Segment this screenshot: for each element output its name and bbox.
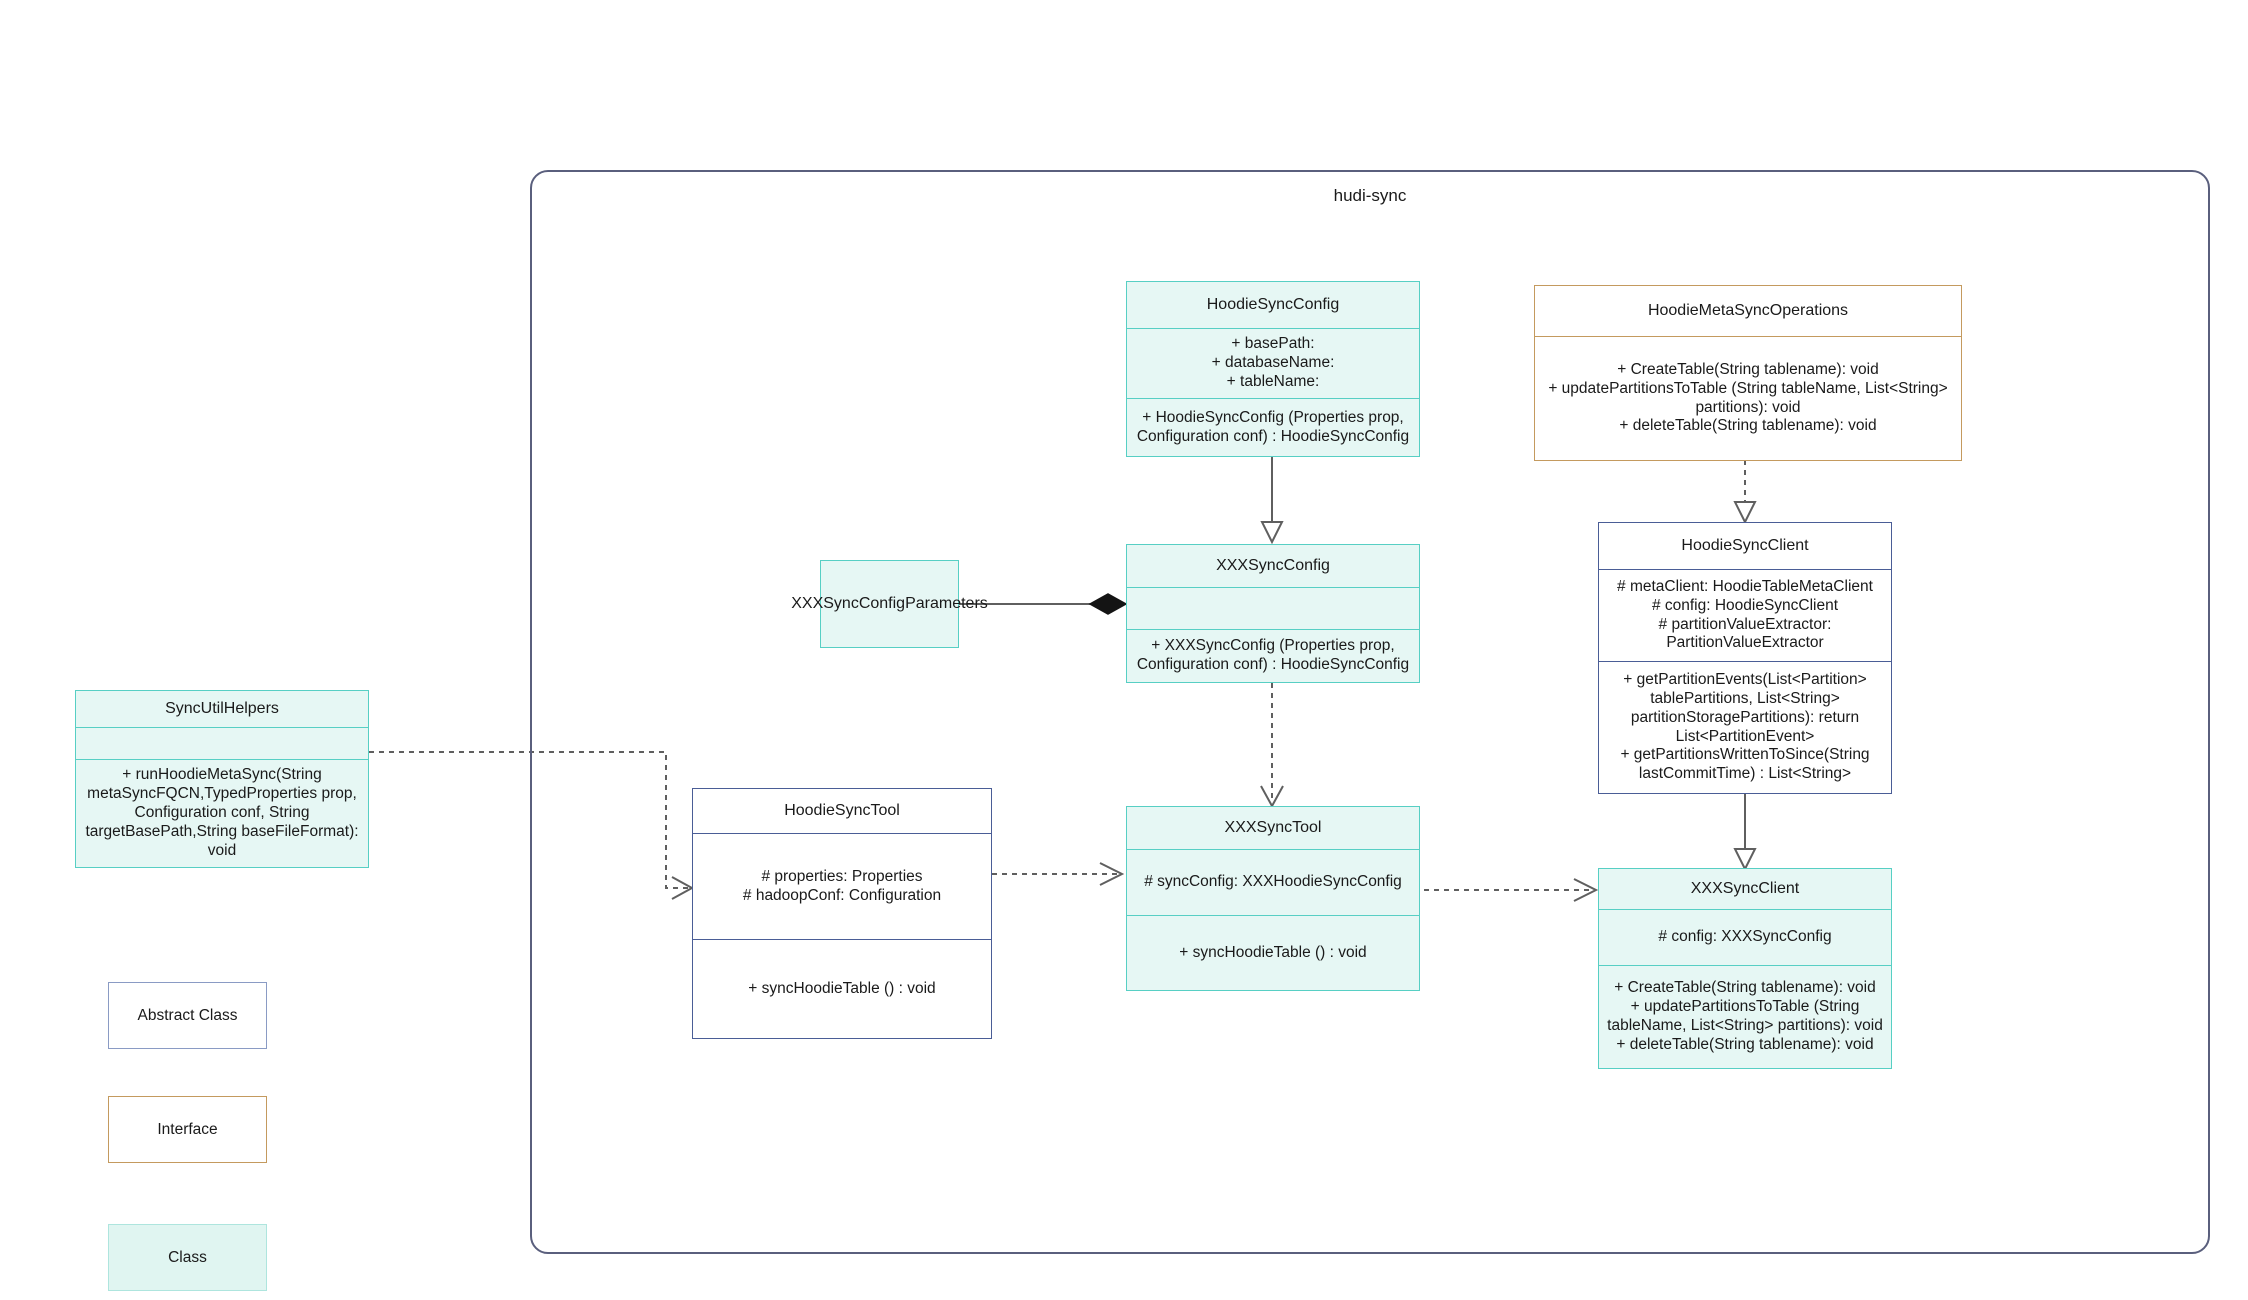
class-name-hoodie-sync-client: HoodieSyncClient <box>1681 537 1809 555</box>
class-attributes-hoodie-sync-client: # metaClient: HoodieTableMetaClient # co… <box>1599 569 1891 661</box>
class-name-xxx-sync-config-parameters: XXXSyncConfigParameters <box>791 595 988 613</box>
legend-abstract-class-label: Abstract Class <box>137 1006 238 1024</box>
class-attributes-hoodie-sync-tool: # properties: Properties # hadoopConf: C… <box>693 833 991 939</box>
class-box-sync-util-helpers[interactable]: SyncUtilHelpers + runHoodieMetaSync(Stri… <box>75 690 369 868</box>
legend-class-label: Class <box>168 1248 207 1266</box>
class-box-hoodie-meta-sync-operations[interactable]: HoodieMetaSyncOperations + CreateTable(S… <box>1534 285 1962 461</box>
legend-interface: Interface <box>108 1096 267 1163</box>
class-name-xxx-sync-tool: XXXSyncTool <box>1224 819 1322 837</box>
class-attributes-xxx-sync-tool: # syncConfig: XXXHoodieSyncConfig <box>1127 849 1419 915</box>
class-name-hoodie-meta-sync-operations: HoodieMetaSyncOperations <box>1647 302 1849 320</box>
class-name-sync-util-helpers: SyncUtilHelpers <box>165 700 279 718</box>
package-title: hudi-sync <box>1333 186 1407 205</box>
class-box-xxx-sync-client[interactable]: XXXSyncClient # config: XXXSyncConfig + … <box>1598 868 1892 1069</box>
class-name-hoodie-sync-tool: HoodieSyncTool <box>784 802 900 820</box>
class-name-xxx-sync-client: XXXSyncClient <box>1690 880 1800 898</box>
class-methods-hoodie-sync-client: + getPartitionEvents(List<Partition> tab… <box>1599 661 1891 793</box>
class-methods-sync-util-helpers: + runHoodieMetaSync(String metaSyncFQCN,… <box>76 759 368 867</box>
class-box-xxx-sync-tool[interactable]: XXXSyncTool # syncConfig: XXXHoodieSyncC… <box>1126 806 1420 991</box>
class-box-hoodie-sync-tool[interactable]: HoodieSyncTool # properties: Properties … <box>692 788 992 1039</box>
class-box-xxx-sync-config-parameters[interactable]: XXXSyncConfigParameters <box>791 560 988 648</box>
class-attributes-sync-util-helpers <box>76 727 368 759</box>
legend-interface-label: Interface <box>157 1120 218 1138</box>
class-methods-hoodie-sync-tool: + syncHoodieTable () : void <box>693 939 991 1038</box>
class-name-hoodie-sync-config: HoodieSyncConfig <box>1206 296 1340 314</box>
class-methods-xxx-sync-config: + XXXSyncConfig (Properties prop, Config… <box>1127 629 1419 682</box>
class-attributes-hoodie-sync-config: + basePath: + databaseName: + tableName: <box>1127 328 1419 398</box>
legend-class: Class <box>108 1224 267 1291</box>
class-methods-xxx-sync-client: + CreateTable(String tablename): void + … <box>1599 965 1891 1068</box>
class-methods-xxx-sync-tool: + syncHoodieTable () : void <box>1127 915 1419 990</box>
class-box-hoodie-sync-client[interactable]: HoodieSyncClient # metaClient: HoodieTab… <box>1598 522 1892 794</box>
legend-abstract-class: Abstract Class <box>108 982 267 1049</box>
class-methods-hoodie-meta-sync-operations: + CreateTable(String tablename): void + … <box>1535 336 1961 460</box>
package-hudi-sync: hudi-sync <box>530 170 2210 1254</box>
class-box-xxx-sync-config[interactable]: XXXSyncConfig + XXXSyncConfig (Propertie… <box>1126 544 1420 683</box>
class-box-hoodie-sync-config[interactable]: HoodieSyncConfig + basePath: + databaseN… <box>1126 281 1420 457</box>
class-attributes-xxx-sync-client: # config: XXXSyncConfig <box>1599 909 1891 965</box>
class-name-xxx-sync-config: XXXSyncConfig <box>1216 557 1330 575</box>
class-attributes-xxx-sync-config <box>1127 587 1419 629</box>
class-methods-hoodie-sync-config: + HoodieSyncConfig (Properties prop, Con… <box>1127 398 1419 456</box>
